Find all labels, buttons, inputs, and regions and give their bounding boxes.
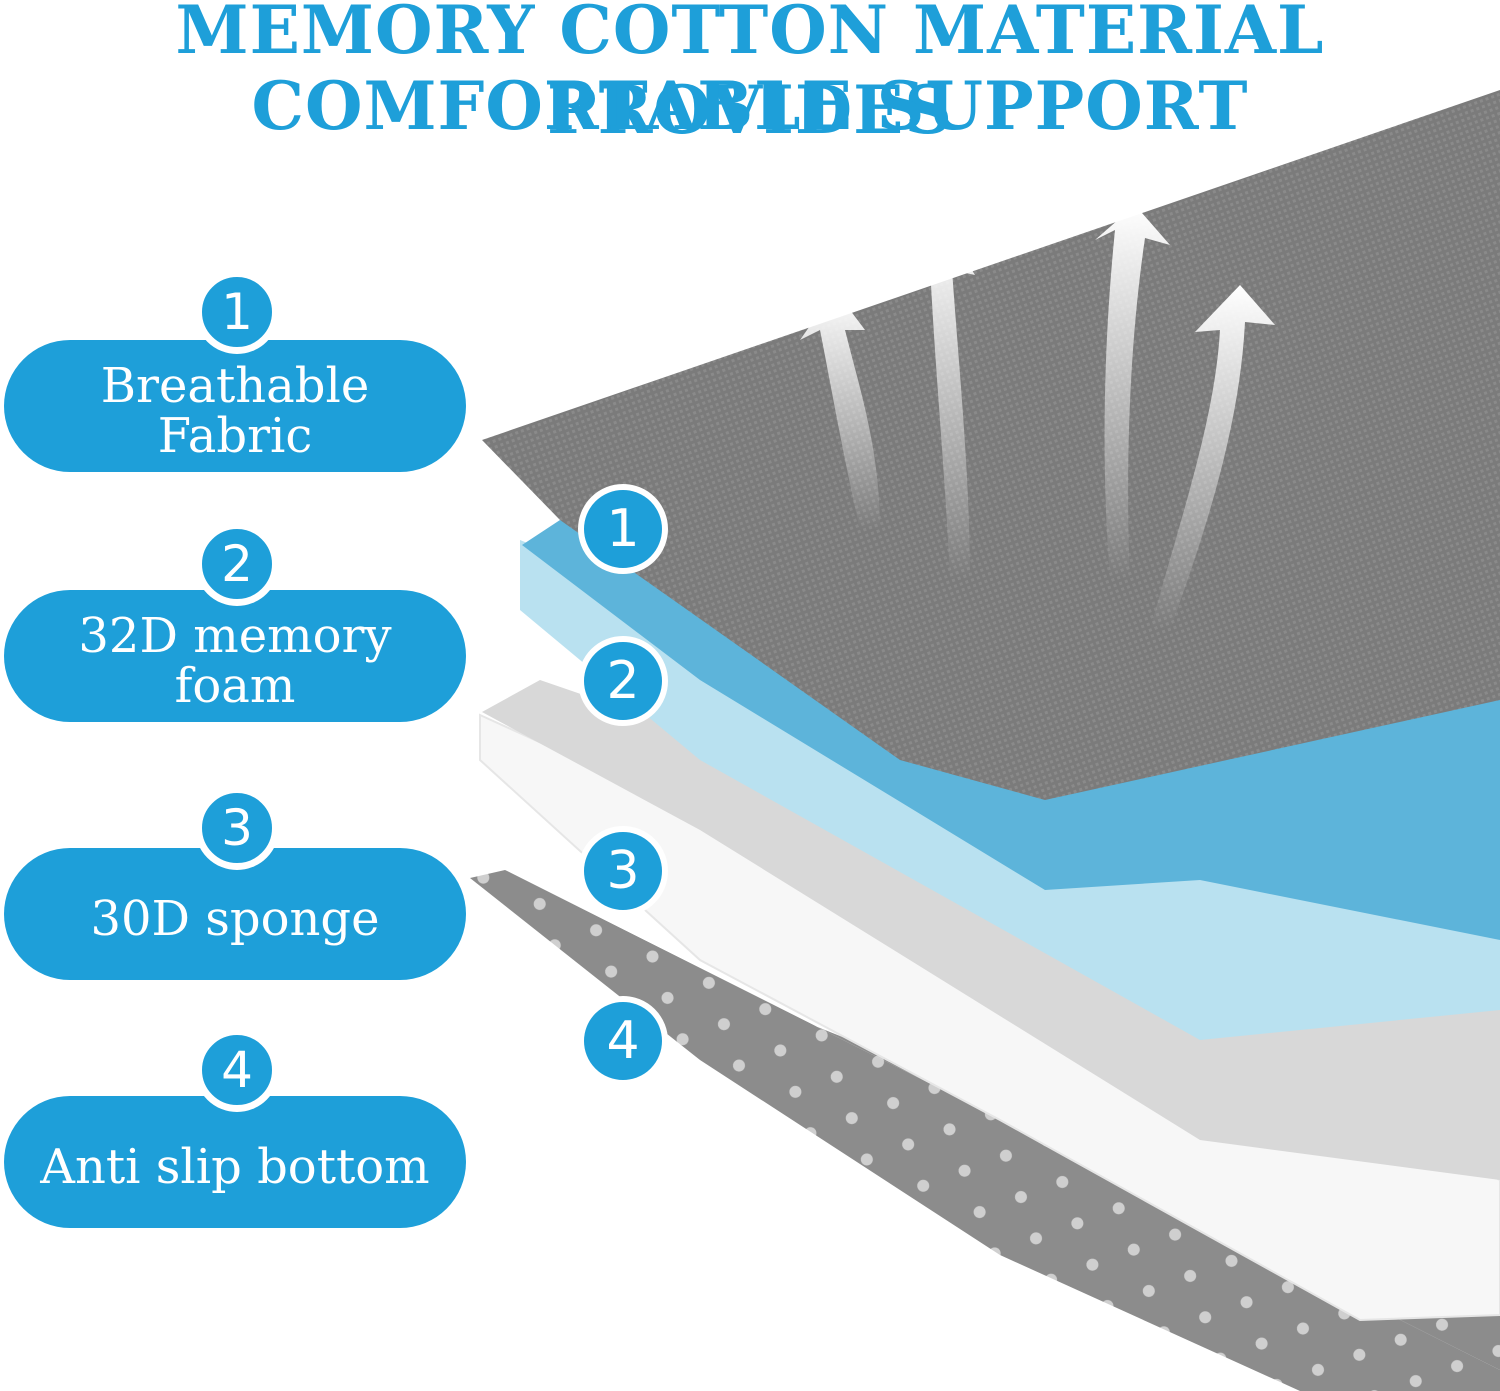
breathable-fabric-layer	[482, 90, 1500, 800]
legend-number-badge: 1	[195, 270, 279, 354]
sponge-gray-layer	[482, 680, 1500, 1180]
layer-1-badge: 1	[578, 484, 668, 574]
legend-pill: Anti slip bottom	[4, 1096, 466, 1228]
legend-label-line-1: 32D memory	[78, 608, 392, 664]
layer-2-badge: 2	[578, 636, 668, 726]
legend-label-line-1: 30D sponge	[90, 891, 380, 947]
legend-pill: Breathable Fabric	[4, 340, 466, 472]
legend-label-line-1: Anti slip bottom	[40, 1139, 430, 1195]
legend-label-line-2: foam	[174, 658, 296, 714]
layer-3-badge: 3	[578, 826, 668, 916]
legend-number-badge: 2	[195, 522, 279, 606]
airflow-arrow-icon	[800, 205, 1275, 630]
headline-line-1: MEMORY COTTON MATERIAL PROVIDES	[175, 0, 1325, 149]
legend-number-badge: 3	[195, 786, 279, 870]
legend-pill: 30D sponge	[4, 848, 466, 980]
legend-label-line-2: Fabric	[157, 408, 313, 464]
layer-4-badge: 4	[578, 996, 668, 1086]
legend-number-badge: 4	[195, 1028, 279, 1112]
legend-pill: 32D memory foam	[4, 590, 466, 722]
headline-line-2: COMFORTABLE SUPPORT	[251, 67, 1249, 145]
legend-label-line-1: Breathable	[100, 358, 370, 414]
anti-slip-bottom-layer	[470, 870, 1500, 1391]
